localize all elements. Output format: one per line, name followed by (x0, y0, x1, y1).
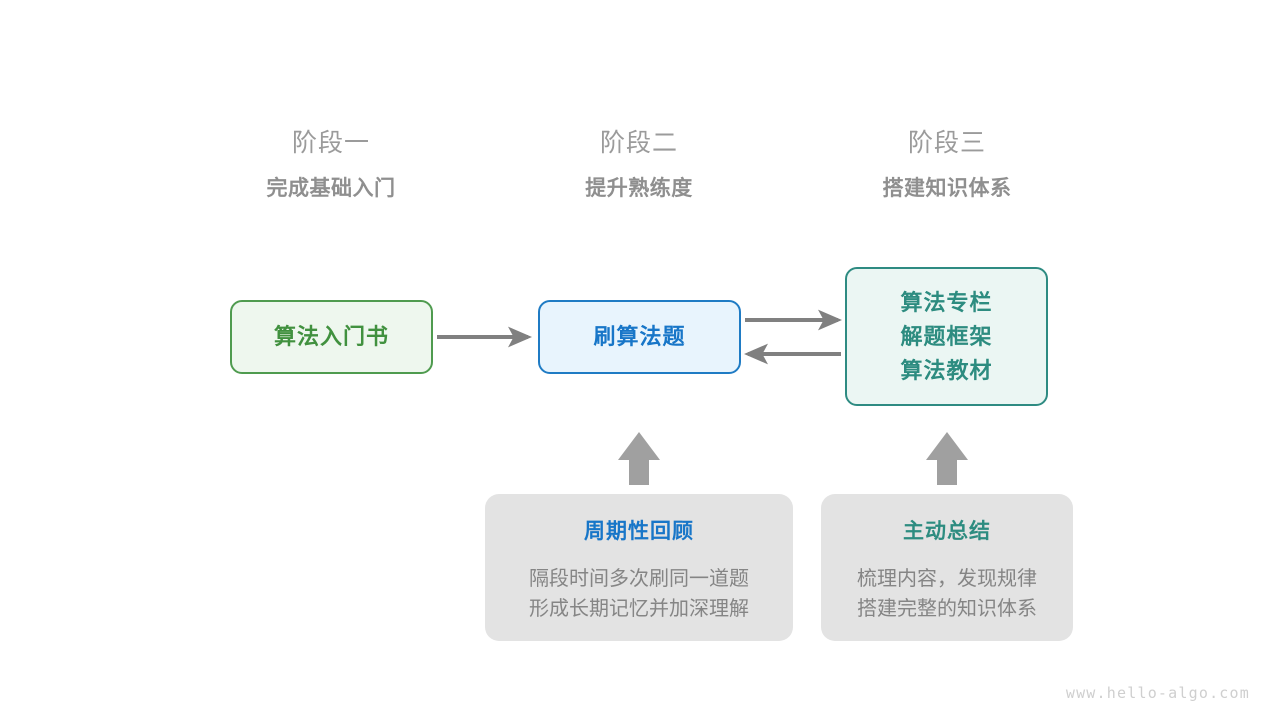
connector-review-to-practice (618, 432, 660, 485)
node-knowledge-line-1: 算法专栏 (900, 289, 993, 315)
connector-summary-to-knowledge (926, 432, 968, 485)
stage-subtitle-2: 提升熟练度 (585, 177, 693, 200)
stage-subtitle-3: 搭建知识体系 (882, 177, 1012, 200)
tip-card-summary-body: 梳理内容，发现规律 搭建完整的知识体系 (857, 564, 1037, 624)
tip-card-summary-body-line-2: 搭建完整的知识体系 (857, 598, 1037, 620)
stage-title-2: 阶段二 (599, 129, 678, 157)
tip-card-review-body-line-1: 隔段时间多次刷同一道题 (529, 568, 749, 590)
stage-header-3: 阶段三 搭建知识体系 (827, 126, 1067, 204)
node-intro-book[interactable]: 算法入门书 (230, 300, 433, 374)
watermark: www.hello-algo.com (1065, 684, 1250, 702)
stage-subtitle-1: 完成基础入门 (266, 177, 396, 200)
tip-card-review[interactable]: 周期性回顾 隔段时间多次刷同一道题 形成长期记忆并加深理解 (485, 494, 793, 641)
node-intro-book-label: 算法入门书 (273, 324, 389, 349)
node-knowledge-line-2: 解题框架 (900, 323, 993, 349)
tip-card-review-body: 隔段时间多次刷同一道题 形成长期记忆并加深理解 (529, 564, 749, 624)
tip-card-review-title: 周期性回顾 (584, 520, 694, 543)
node-practice[interactable]: 刷算法题 (538, 300, 741, 374)
stage-header-2: 阶段二 提升熟练度 (519, 126, 759, 204)
node-knowledge[interactable]: 算法专栏 解题框架 算法教材 (845, 267, 1048, 406)
stage-title-3: 阶段三 (907, 129, 986, 157)
tip-card-summary[interactable]: 主动总结 梳理内容，发现规律 搭建完整的知识体系 (821, 494, 1073, 641)
node-knowledge-line-3: 算法教材 (900, 357, 993, 383)
node-practice-label: 刷算法题 (593, 324, 686, 349)
stage-title-1: 阶段一 (291, 129, 370, 157)
tip-card-review-body-line-2: 形成长期记忆并加深理解 (529, 598, 749, 620)
stage-header-1: 阶段一 完成基础入门 (211, 126, 451, 204)
tip-card-summary-body-line-1: 梳理内容，发现规律 (857, 568, 1037, 590)
tip-card-summary-title: 主动总结 (903, 520, 991, 543)
